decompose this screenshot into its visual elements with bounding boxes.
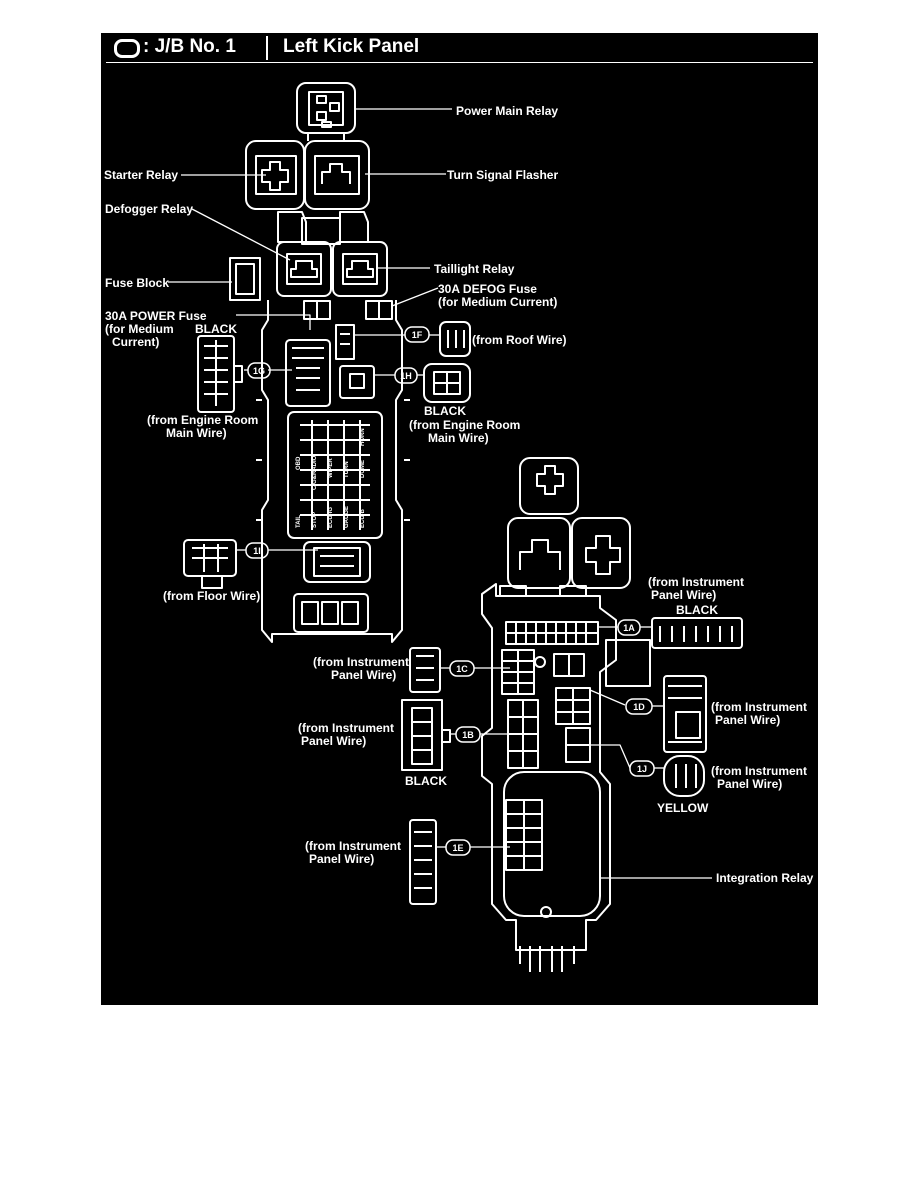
label-power-fuse: 30A POWER Fuse (105, 309, 207, 323)
lower-junction-block (481, 457, 651, 972)
code-1A: 1A (623, 623, 635, 633)
label-black-1g: BLACK (195, 322, 237, 336)
diagram-panel (101, 33, 818, 1005)
label-ip-1d: (from Instrument (711, 700, 807, 714)
header-rule (106, 62, 813, 63)
label-power-fuse-note-2: Current) (112, 335, 160, 349)
label-ip-1j: (from Instrument (711, 764, 807, 778)
upper-junction-block (229, 82, 410, 643)
label-turn-signal-flasher: Turn Signal Flasher (447, 168, 559, 182)
fuse-label: OBD (296, 456, 302, 470)
fuse-label: TURN (344, 461, 350, 478)
code-1G: 1G (253, 366, 265, 376)
label-black-1h: BLACK (424, 404, 466, 418)
code-1I: 1I (253, 546, 261, 556)
label-yellow-1j: YELLOW (657, 801, 709, 815)
label-taillight-relay: Taillight Relay (434, 262, 515, 276)
label-ip-1b: (from Instrument (298, 721, 394, 735)
header-divider (266, 36, 268, 60)
label-ip-1d-2: Panel Wire) (715, 713, 781, 727)
label-fuse-block: Fuse Block (105, 276, 170, 290)
code-1E: 1E (452, 843, 463, 853)
label-power-main-relay: Power Main Relay (456, 104, 559, 118)
label-black-1a: BLACK (676, 603, 718, 617)
connector-codes: 1F 1G 1H 1I 1A 1C 1B 1D 1J 1E (253, 330, 647, 853)
leader-lines (168, 108, 712, 879)
label-ip-1b-2: Panel Wire) (301, 734, 367, 748)
fuse-label: TAIL (296, 515, 302, 528)
connector-code-badges (245, 326, 655, 856)
label-engine-room-right: (from Engine Room (409, 418, 521, 432)
label-engine-room-left-2: Main Wire) (166, 426, 227, 440)
lower-plugs (401, 617, 743, 905)
code-1F: 1F (412, 330, 423, 340)
fuse-names: TAIL OBD STOP CIG&RADIO ECU-IG WIPER GAU… (296, 428, 366, 528)
fuse-label: HORN (360, 428, 366, 446)
connector-outline-icon (114, 39, 140, 58)
label-ip-1a: (from Instrument (648, 575, 744, 589)
fuse-label: DOME (360, 460, 366, 478)
label-black-1b: BLACK (405, 774, 447, 788)
fuse-label: GAUGE (344, 506, 350, 528)
junction-block-title: : J/B No. 1 (143, 36, 236, 57)
label-ip-1c: (from Instrument (313, 655, 409, 669)
fuse-label: STOP (312, 512, 318, 528)
label-ip-1e-2: Panel Wire) (309, 852, 375, 866)
fuse-label: WIPER (328, 458, 334, 478)
label-ip-1j-2: Panel Wire) (717, 777, 783, 791)
label-engine-room-right-2: Main Wire) (428, 431, 489, 445)
label-floor-wire: (from Floor Wire) (163, 589, 261, 603)
label-defog-fuse: 30A DEFOG Fuse (438, 282, 537, 296)
fuse-label: CIG&RADIO (312, 455, 318, 490)
label-roof-wire: (from Roof Wire) (472, 333, 567, 347)
fuse-label: ECU-IG (328, 507, 334, 528)
label-power-fuse-note: (for Medium (105, 322, 174, 336)
label-integration-relay: Integration Relay (716, 871, 814, 885)
code-1C: 1C (456, 664, 468, 674)
label-defog-fuse-note: (for Medium Current) (438, 295, 558, 309)
label-ip-1c-2: Panel Wire) (331, 668, 397, 682)
label-defogger-relay: Defogger Relay (105, 202, 194, 216)
fuse-label: ECU-B (360, 508, 366, 528)
label-engine-room-left: (from Engine Room (147, 413, 259, 427)
diagram-header: : J/B No. 1 Left Kick Panel (101, 33, 818, 63)
code-1J: 1J (637, 764, 647, 774)
location-title: Left Kick Panel (283, 36, 420, 57)
label-ip-1e: (from Instrument (305, 839, 401, 853)
label-starter-relay: Starter Relay (104, 168, 179, 182)
code-1D: 1D (633, 702, 645, 712)
upper-plugs (183, 321, 471, 589)
label-ip-1a-2: Panel Wire) (651, 588, 717, 602)
code-1H: 1H (400, 371, 412, 381)
code-1B: 1B (462, 730, 474, 740)
